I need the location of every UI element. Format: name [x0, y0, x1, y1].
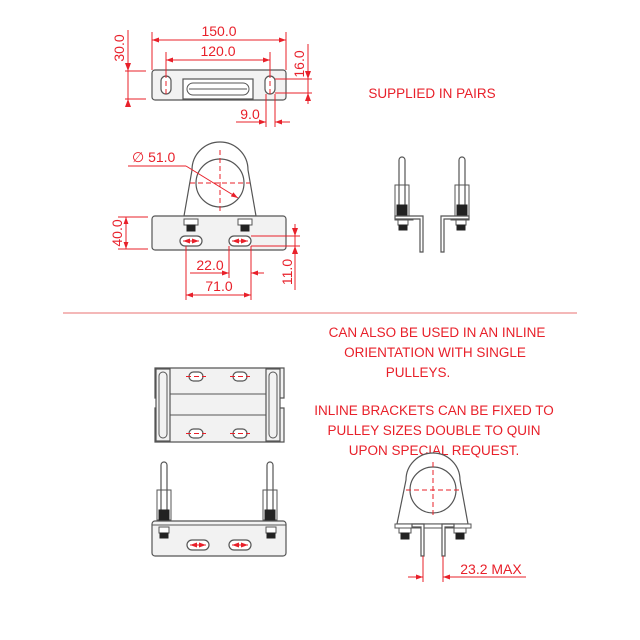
dim-overall-width: 150.0	[201, 23, 236, 39]
front-view-plate	[151, 215, 287, 251]
dim-hole-spacing: 120.0	[200, 43, 235, 59]
dim-plate-height: 40.0	[109, 219, 125, 246]
dim-slot-length: 22.0	[196, 257, 223, 273]
dim-slot-width: 11.0	[279, 259, 295, 285]
inline-top-view	[154, 367, 285, 443]
inline-notes: CAN ALSO BE USED IN AN INLINE ORIENTATIO…	[314, 325, 554, 458]
dim-pulley-diameter: ∅ 51.0	[132, 149, 176, 165]
inline-front-plate	[151, 520, 287, 557]
dim-slot-height: 16.0	[291, 50, 307, 77]
dim-edge-offset: 9.0	[240, 106, 260, 122]
side-view-pair: SUPPLIED IN PAIRS	[368, 86, 496, 253]
note-1-line-1: CAN ALSO BE USED IN AN INLINE	[329, 325, 546, 340]
note-2-line-2: PULLEY SIZES DOUBLE TO QUIN	[327, 423, 540, 438]
dim-slot-spacing: 71.0	[205, 278, 232, 294]
note-1-line-2: ORIENTATION WITH SINGLE	[344, 345, 526, 360]
side-bracket-right	[440, 156, 470, 253]
note-2-line-1: INLINE BRACKETS CAN BE FIXED TO	[314, 403, 554, 418]
top-view: 150.0 120.0 30.0 16.0 9.0	[111, 23, 312, 127]
inline-front-view	[151, 461, 287, 557]
note-supplied-in-pairs: SUPPLIED IN PAIRS	[368, 86, 495, 101]
dim-height: 30.0	[111, 34, 127, 61]
dim-gap-max: 23.2 MAX	[460, 561, 522, 577]
note-2-line-3: UPON SPECIAL REQUEST.	[349, 443, 520, 458]
front-view: ∅ 51.0 40.0 22.0 71.0 11.0	[109, 141, 300, 300]
note-1-line-3: PULLEYS.	[386, 365, 451, 380]
side-bracket-left	[394, 156, 424, 253]
inline-side-view: 23.2 MAX	[394, 452, 526, 582]
